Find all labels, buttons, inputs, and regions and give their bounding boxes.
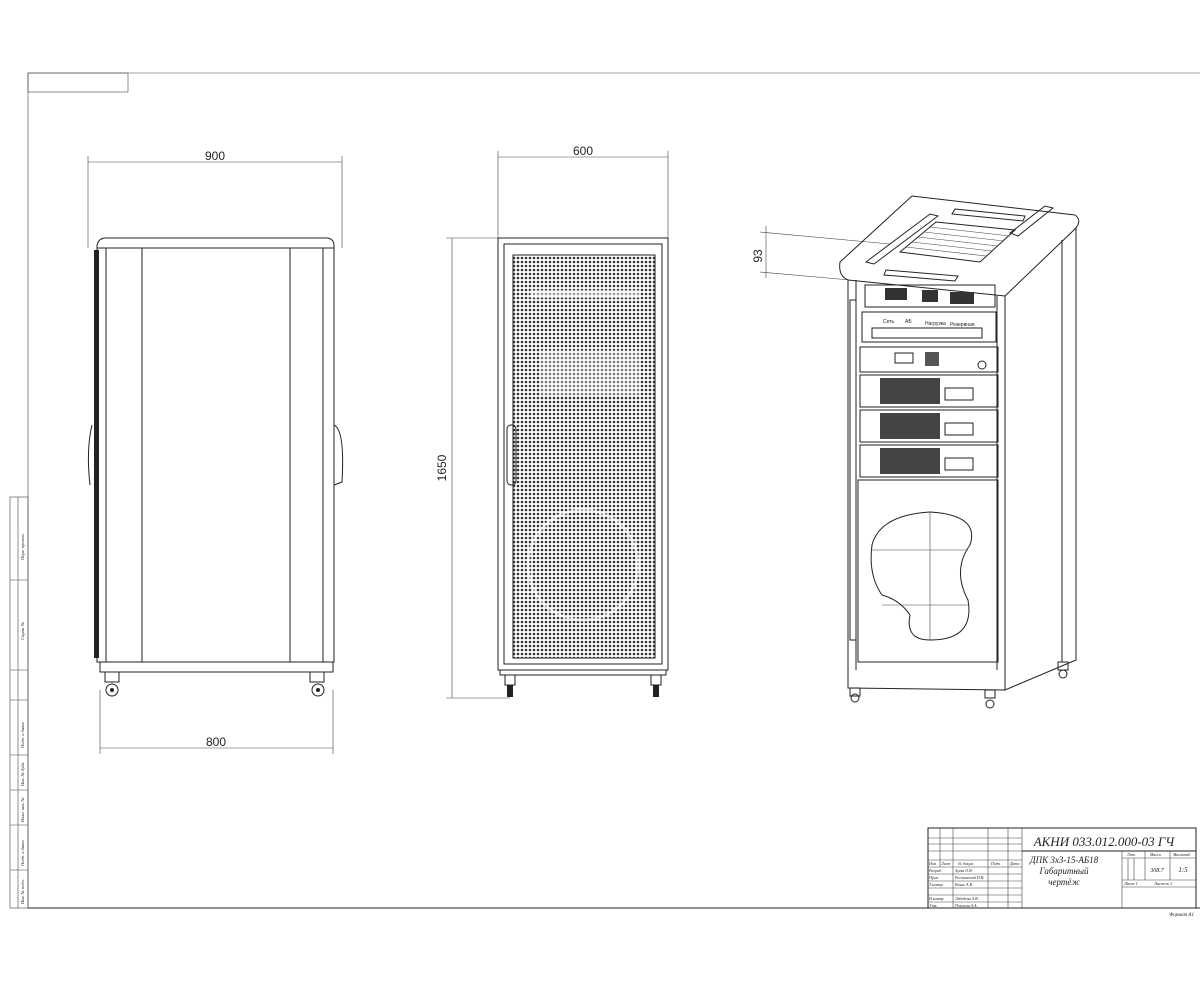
- panel-label: Нагрузка: [925, 321, 946, 327]
- header-list: Лист: [940, 861, 950, 866]
- rectifier-module: [859, 409, 999, 443]
- mass-value: 308.7: [1149, 868, 1165, 874]
- side-strip: Перв. примен. Справ. № Подп. и дата Инв.…: [9, 496, 29, 909]
- person: Зуева О.В.: [955, 868, 973, 873]
- header-doc: № докум.: [957, 861, 974, 866]
- product-name: ДПК 3х3-15-АБ18: [1029, 855, 1099, 865]
- dim-93: 93: [751, 249, 765, 263]
- role: Т.контр.: [929, 882, 944, 887]
- role: Пров.: [928, 875, 939, 880]
- header-izm: Изм.: [928, 861, 937, 866]
- role: Утв.: [929, 903, 937, 908]
- caster: [309, 671, 325, 697]
- header-sign: Подп.: [990, 861, 1001, 866]
- dim-600: 600: [573, 144, 593, 158]
- caster: [104, 671, 120, 697]
- scale-value: 1:5: [1178, 866, 1188, 874]
- front-view: 600 1650: [435, 144, 669, 699]
- rectifier-module: [859, 444, 999, 478]
- sheet-format: Формат А1: [1169, 913, 1194, 918]
- perforated-door: [512, 254, 656, 659]
- caster: [504, 674, 516, 697]
- rectifier-module: [859, 374, 999, 408]
- header-lit: Лит.: [1126, 852, 1136, 857]
- strip-label: Инв. № дубл.: [20, 761, 25, 787]
- caster: [849, 687, 861, 703]
- header-date: Дата: [1009, 861, 1019, 866]
- panel-label: АБ: [905, 319, 912, 325]
- sheet-number: Лист 1: [1123, 881, 1138, 886]
- strip-label: Подп. и дата: [20, 840, 25, 867]
- dim-800: 800: [206, 735, 226, 749]
- caster: [1057, 661, 1069, 679]
- isometric-view: 93 Сеть АБ Нагрузка Резервная: [751, 195, 1080, 709]
- role: Н.контр.: [928, 896, 944, 901]
- drawing-designation: АКНИ 033.012.000-03 ГЧ: [1033, 834, 1176, 849]
- side-view: 900 800: [87, 149, 344, 754]
- header-mass: Масса: [1149, 852, 1161, 857]
- door-handle: [506, 424, 517, 486]
- caster: [650, 674, 662, 697]
- dim-900: 900: [205, 149, 225, 163]
- panel-label: Резервная: [950, 322, 975, 328]
- strip-label: Инв. № подл.: [20, 879, 25, 905]
- role: Разраб.: [928, 868, 942, 873]
- drawing-type-2: чертёж: [1048, 877, 1080, 887]
- strip-label: Перв. примен.: [20, 533, 25, 561]
- strip-label: Подп. и дата: [20, 722, 25, 749]
- sheet-count: Листов 1: [1153, 881, 1172, 886]
- panel-label: Сеть: [883, 319, 895, 325]
- person: Порохин А.А.: [954, 903, 977, 908]
- dim-1650: 1650: [435, 454, 449, 481]
- strip-label: Взам. инв. №: [20, 797, 25, 822]
- title-block: АКНИ 033.012.000-03 ГЧ ДПК 3х3-15-АБ18 Г…: [927, 827, 1197, 918]
- person: Рогозинский П.В.: [954, 875, 984, 880]
- strip-label: Справ. №: [20, 622, 25, 640]
- person: Лебедева А.В.: [954, 896, 979, 901]
- person: Кенко А.В.: [954, 882, 973, 887]
- caster: [984, 689, 996, 709]
- drawing-type: Габаритный: [1039, 866, 1089, 876]
- header-scale: Масштаб: [1172, 852, 1191, 857]
